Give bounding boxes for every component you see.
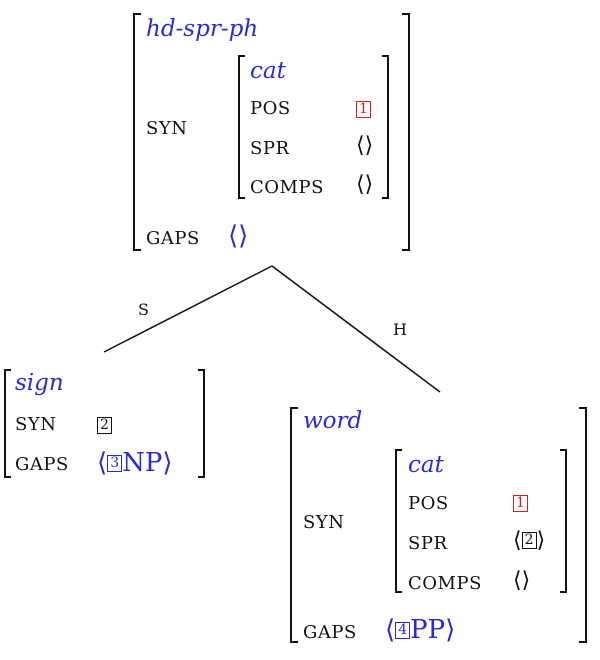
tag-box: 1 [356,101,371,118]
root-left-bracket [133,13,141,251]
root-gaps-value: ⟨⟩ [228,221,249,251]
left-syn-label: SYN [15,414,57,435]
root-pos-label: POS [250,98,291,119]
root-cat-left-bracket [238,55,245,199]
root-syn-label: SYN [146,118,188,139]
root-gaps-label: GAPS [146,228,200,249]
right-syn-label: SYN [303,512,345,533]
angle-close: ⟩ [162,448,173,478]
angle-close: ⟩ [536,528,546,553]
right-comps-value: ⟨⟩ [513,568,531,593]
angle-open: ⟨ [97,448,108,478]
gap-category: NP [122,448,163,478]
left-syn-tag: 2 [97,414,112,434]
root-spr-value: ⟨⟩ [356,133,374,158]
angle-close: ⟩ [445,615,456,645]
right-right-bracket [579,407,587,643]
gap-category: PP [410,615,446,645]
edge-left [103,265,273,353]
edge-right-label: H [393,320,407,339]
left-type: sign [15,370,64,396]
right-comps-label: COMPS [408,573,482,594]
tag-box: 2 [97,417,112,434]
angle-open: ⟨ [513,528,522,553]
root-cat-right-bracket [382,55,389,199]
right-spr-label: SPR [408,533,448,554]
left-left-bracket [4,369,11,478]
right-pos-label: POS [408,493,449,514]
right-left-bracket [290,407,298,643]
root-comps-value: ⟨⟩ [356,172,374,197]
edge-left-label: S [138,300,149,319]
right-cat-right-bracket [560,449,567,593]
left-right-bracket [198,369,205,478]
root-pos-tag: 1 [356,98,371,118]
root-cat-type: cat [250,58,286,84]
tag-box: 2 [521,532,537,549]
edge-right [271,265,441,393]
root-spr-label: SPR [250,138,290,159]
root-comps-label: COMPS [250,177,324,198]
tag-box: 1 [513,495,528,512]
right-cat-left-bracket [395,449,402,593]
right-type: word [303,408,363,434]
right-pos-tag: 1 [513,492,528,512]
tag-box: 3 [107,455,123,472]
angle-open: ⟨ [385,615,396,645]
left-gaps-label: GAPS [15,454,69,475]
root-right-bracket [402,13,410,251]
tag-box: 4 [395,622,411,639]
root-type: hd-spr-ph [146,16,259,42]
right-gaps-label: GAPS [303,622,357,643]
right-spr-value: ⟨2⟩ [513,529,545,553]
right-cat-type: cat [408,452,444,478]
